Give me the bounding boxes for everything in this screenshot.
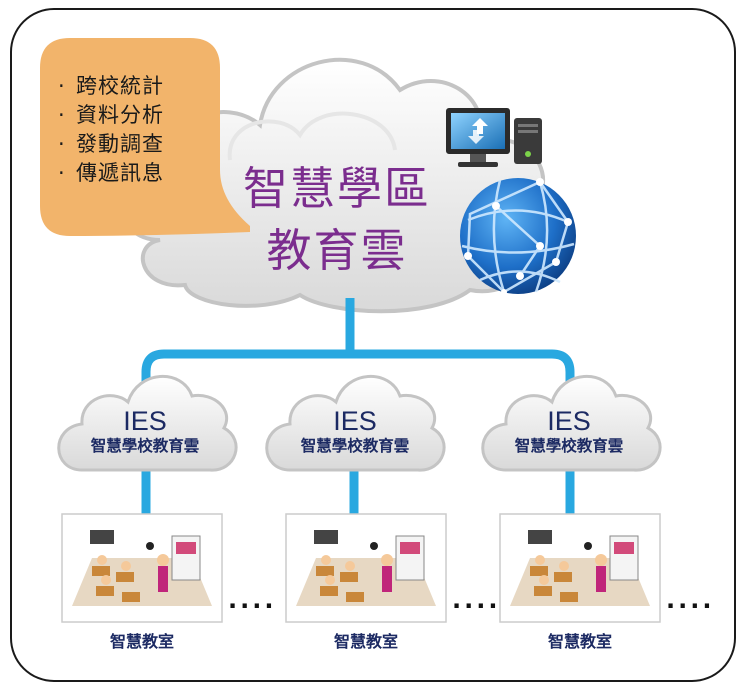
bubble-item: ·傳遞訊息 xyxy=(58,161,164,185)
bubble-feature-list: ·跨校統計 ·資料分析 ·發動調查 ·傳遞訊息 xyxy=(58,72,164,188)
school-cloud-name: 智慧學校教育雲 xyxy=(90,437,200,455)
classroom-illustration-2 xyxy=(285,513,447,623)
school-cloud-code: IES xyxy=(123,406,167,436)
school-cloud-label-3: IES 智慧學校教育雲 xyxy=(494,406,644,456)
speech-bubble xyxy=(40,38,250,236)
bubble-item: ·跨校統計 xyxy=(58,74,164,98)
ellipsis-dots: .... xyxy=(228,586,277,614)
classroom-illustration-3 xyxy=(499,513,661,623)
main-cloud-title-line1: 智慧學區 xyxy=(242,162,431,215)
school-cloud-2 xyxy=(265,374,446,472)
bubble-item: ·發動調查 xyxy=(58,132,164,156)
school-cloud-3 xyxy=(481,374,662,472)
classroom-label-1: 智慧教室 xyxy=(109,632,174,651)
school-cloud-name: 智慧學校教育雲 xyxy=(300,437,410,455)
school-cloud-code: IES xyxy=(547,406,591,436)
ellipsis-dots: .... xyxy=(452,586,501,614)
main-cloud-title-line2: 教育雲 xyxy=(266,224,408,277)
ellipsis-dots: .... xyxy=(666,586,715,614)
classroom-illustration-1 xyxy=(61,513,223,623)
globe-network-icon xyxy=(460,178,576,295)
school-cloud-label-1: IES 智慧學校教育雲 xyxy=(70,406,220,456)
school-cloud-1 xyxy=(57,374,238,472)
classroom-label-3: 智慧教室 xyxy=(547,632,612,651)
classroom-label-2: 智慧教室 xyxy=(333,632,398,651)
school-cloud-code: IES xyxy=(333,406,377,436)
school-cloud-label-2: IES 智慧學校教育雲 xyxy=(280,406,430,456)
connector-lines xyxy=(141,298,575,518)
desktop-computer-icon xyxy=(446,108,542,167)
school-cloud-name: 智慧學校教育雲 xyxy=(514,437,624,455)
bubble-item: ·資料分析 xyxy=(58,103,164,127)
